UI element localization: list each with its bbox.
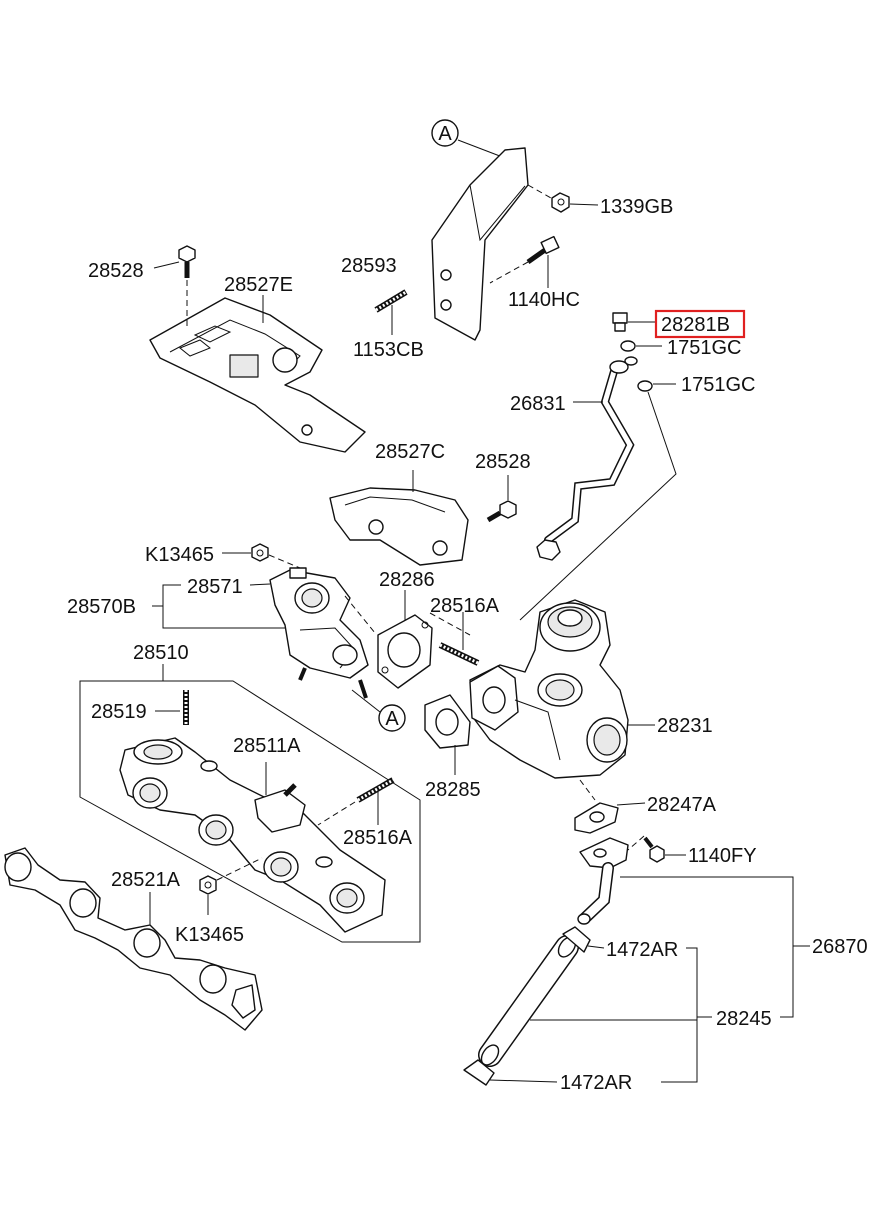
label-28521A: 28521A: [111, 869, 181, 891]
svg-text:A: A: [438, 123, 452, 145]
bolt-1140HC: [489, 235, 560, 288]
clamp-1472AR-top: [562, 926, 605, 953]
label-28281B: 28281B: [661, 314, 730, 336]
exhaust-manifold-28511A: [119, 737, 386, 933]
label-28245: 28245: [716, 1008, 772, 1030]
nut-K13465-bottom: [199, 857, 263, 915]
label-28519: 28519: [91, 701, 147, 723]
label-1751GC-a: 1751GC: [667, 337, 742, 359]
bracket-28593: [431, 147, 529, 341]
stud-28519: [155, 690, 189, 725]
label-26870: 26870: [812, 936, 868, 958]
label-28571: 28571: [187, 576, 243, 598]
svg-text:A: A: [385, 708, 399, 730]
plug-28281B: [612, 309, 746, 339]
heat-shield-28527C: [329, 470, 469, 566]
label-28528-top: 28528: [88, 260, 144, 282]
label-K13465-bottom: K13465: [175, 924, 244, 946]
label-K13465-top: K13465: [145, 544, 214, 566]
label-28516A-bottom: 28516A: [343, 827, 413, 849]
label-1140HC: 1140HC: [508, 289, 580, 311]
label-28286: 28286: [379, 569, 435, 591]
part-labels: 1339GB 28593 1140HC 28528 28527E 1153CB …: [67, 196, 868, 1094]
bolt-28528-top: [153, 245, 196, 278]
label-28511A: 28511A: [233, 735, 301, 757]
hose-28245: [478, 935, 712, 1083]
label-28231: 28231: [657, 715, 713, 737]
nut-K13465-top: [222, 543, 301, 569]
label-28510: 28510: [133, 642, 189, 664]
label-1153CB: 1153CB: [353, 339, 424, 361]
label-26831: 26831: [510, 393, 566, 415]
heat-shield-28527E: [149, 270, 366, 453]
bolt-1140FY: [627, 835, 686, 863]
washer-1751GC-b: [637, 380, 676, 392]
label-28285: 28285: [425, 779, 481, 801]
highlight-box: [654, 309, 746, 339]
turbocharger-28231: [429, 599, 655, 779]
label-28247A: 28247A: [647, 794, 717, 816]
label-28527C: 28527C: [375, 441, 445, 463]
nut-1339GB: [527, 184, 599, 213]
manifold-group-frame: [79, 664, 421, 943]
stud-28516A-top: [438, 612, 480, 666]
washer-1751GC-a: [620, 340, 662, 352]
gasket-28285: [424, 694, 471, 775]
stud-28516A-bottom: [317, 777, 395, 826]
label-1140FY: 1140FY: [688, 845, 757, 867]
stud-1153CB: [374, 289, 408, 335]
label-1339GB: 1339GB: [600, 196, 673, 218]
bracket-leader-28570B: [152, 584, 285, 629]
label-28516A-top: 28516A: [430, 595, 500, 617]
label-28570B: 28570B: [67, 596, 136, 618]
gasket-28286: [344, 590, 433, 689]
reference-mark-a-top: A: [431, 119, 506, 159]
label-1472AR-bottom: 1472AR: [560, 1072, 632, 1094]
label-1751GC-b: 1751GC: [681, 374, 756, 396]
label-28527E: 28527E: [224, 274, 293, 296]
bolt-28528-mid: [486, 475, 517, 523]
gasket-28521A: [4, 847, 263, 1031]
adapter-28571: [249, 567, 369, 699]
gasket-28247A: [574, 779, 646, 834]
label-28528-mid: 28528: [475, 451, 531, 473]
oil-pipe-26831: [519, 356, 677, 621]
label-28593: 28593: [341, 255, 397, 277]
label-1472AR-top: 1472AR: [606, 939, 678, 961]
clamp-1472AR-bottom: [463, 1059, 558, 1086]
reference-mark-a-mid: A: [351, 689, 406, 732]
drain-pipe-26870: [577, 837, 810, 1018]
